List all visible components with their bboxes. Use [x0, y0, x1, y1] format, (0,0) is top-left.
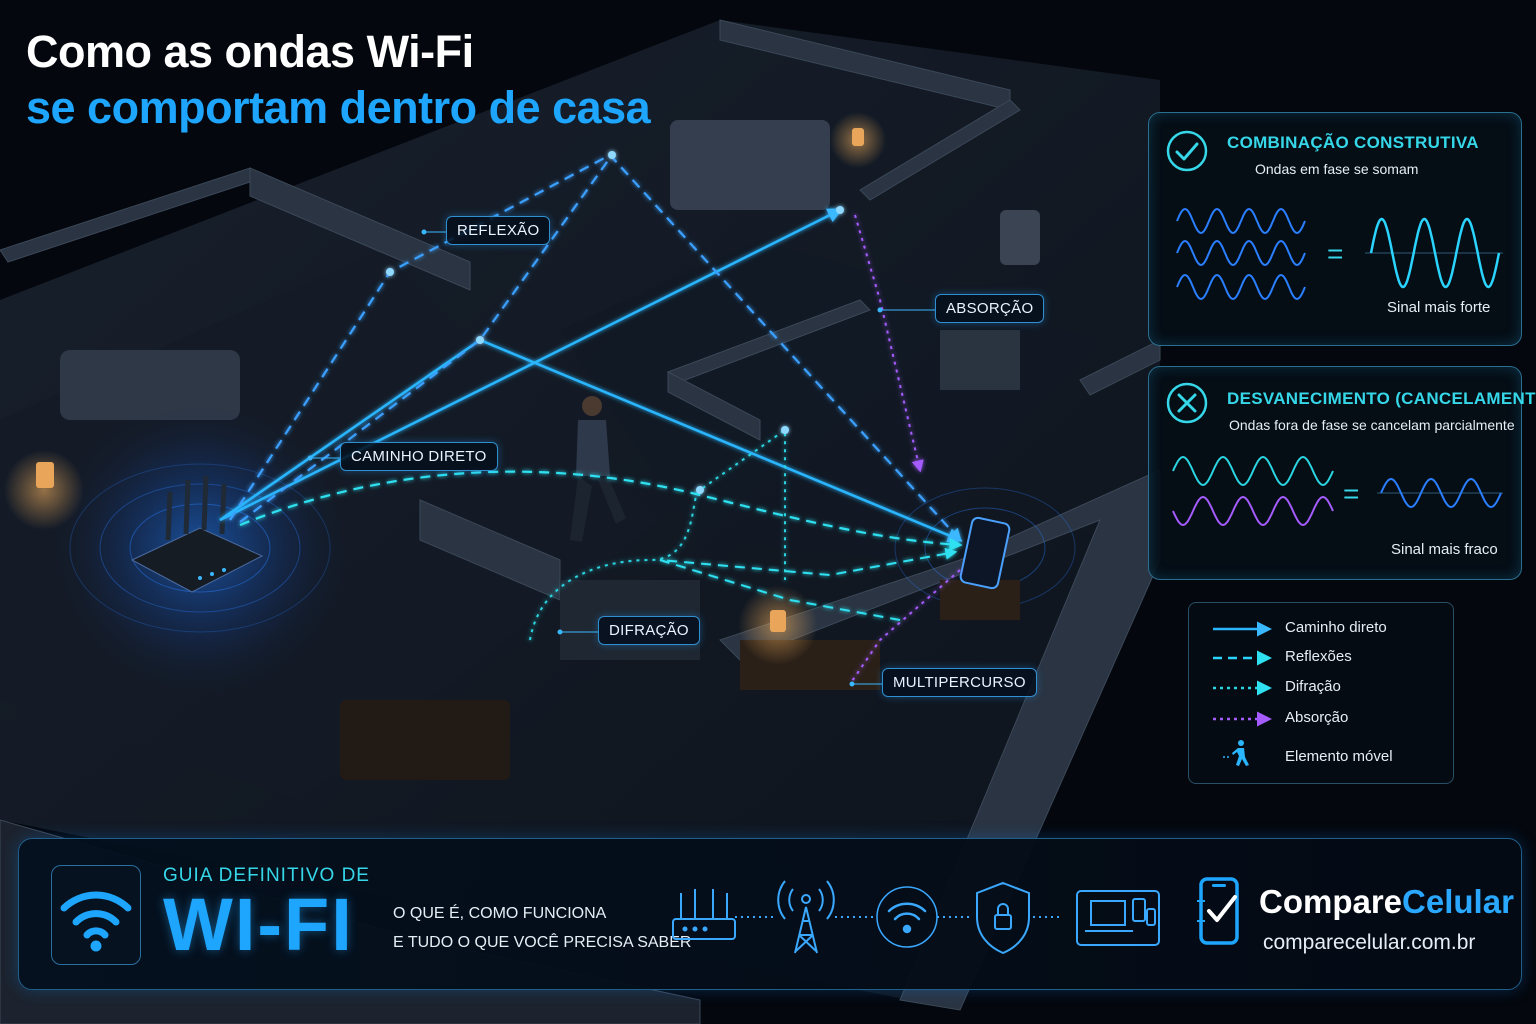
title-line-1: Como as ondas Wi-Fi: [26, 26, 474, 77]
brand-name: CompareCelular: [1259, 883, 1514, 921]
guide-desc-line-2: E TUDO O QUE VOCÊ PRECISA SABER: [393, 934, 692, 951]
legend-item-reflection: Reflexões: [1285, 648, 1352, 665]
legend-item-absorption: Absorção: [1285, 709, 1349, 726]
constructive-subtitle: Ondas em fase se somam: [1255, 161, 1419, 177]
title-line-2: se comportam dentro de casa: [26, 82, 651, 133]
brand-phone-check-icon: [1197, 877, 1239, 945]
brand-part-1: Compare: [1259, 883, 1403, 920]
input-wave-1: [1176, 208, 1306, 234]
legend: Caminho direto Reflexões Difração Absorç…: [1188, 602, 1454, 784]
input-wave-3: [1176, 274, 1306, 300]
legend-swatches: [1213, 621, 1272, 766]
guide-desc-line-1: O QUE É, COMO FUNCIONA: [393, 905, 607, 922]
constructive-waves: =: [1176, 208, 1503, 300]
legend-item-direct: Caminho direto: [1285, 619, 1387, 636]
fading-subtitle: Ondas fora de fase se cancelam parcialme…: [1229, 417, 1515, 433]
constructive-panel: COMBINAÇÃO CONSTRUTIVA Ondas em fase se …: [1148, 112, 1522, 346]
label-difracao: DIFRAÇÃO: [598, 616, 700, 645]
label-absorcao: ABSORÇÃO: [935, 294, 1045, 323]
bed: [670, 120, 830, 210]
feature-icons-strip: [672, 880, 1160, 955]
walking-person-icon: [1223, 740, 1249, 766]
path-diffraction: [529, 428, 786, 641]
label-reflexao: REFLEXÃO: [446, 216, 551, 245]
walking-person: [570, 396, 626, 542]
x-icon: [1166, 382, 1208, 424]
devices-icon: [1076, 890, 1160, 946]
wifi-logo-box: [51, 865, 141, 965]
input-wave-2: [1176, 240, 1306, 266]
constructive-result: Sinal mais forte: [1387, 299, 1491, 316]
path-reflection-3: [239, 470, 963, 551]
strong-result-wave: [1369, 217, 1501, 289]
guide-banner: GUIA DEFINITIVO DE WI-FI O QUE É, COMO F…: [18, 838, 1522, 990]
signal-paths: [219, 151, 963, 685]
weak-result-wave: [1380, 477, 1502, 509]
fading-waves: =: [1172, 456, 1503, 526]
wifi-icon: [60, 891, 132, 952]
router-icon: [672, 889, 736, 940]
wifi-circle-icon: [876, 886, 938, 948]
tower-icon: [777, 880, 835, 954]
bathroom-sink: [940, 330, 1020, 390]
path-absorption: [854, 214, 924, 473]
router: [50, 398, 350, 698]
path-direct-1: [219, 208, 843, 522]
lamp: [36, 462, 54, 488]
constructive-equals: =: [1327, 238, 1343, 269]
path-reflection-4: [659, 547, 958, 621]
toilet: [1000, 210, 1040, 265]
fading-equals: =: [1343, 478, 1359, 509]
page-title: Como as ondas Wi-Fi se comportam dentro …: [26, 24, 651, 136]
phone: [894, 487, 1076, 620]
path-multipath-absorption: [849, 569, 961, 685]
out-of-phase-wave: [1172, 496, 1334, 526]
guide-description: O QUE É, COMO FUNCIONA E TUDO O QUE VOCÊ…: [393, 899, 691, 957]
constructive-title: COMBINAÇÃO CONSTRUTIVA: [1227, 133, 1479, 152]
label-caminho-direto: CAMINHO DIRETO: [340, 442, 498, 471]
legend-item-diffraction: Difração: [1285, 678, 1341, 695]
fading-result: Sinal mais fraco: [1391, 541, 1498, 558]
legend-item-mobile: Elemento móvel: [1285, 748, 1393, 765]
brand-site[interactable]: comparecelular.com.br: [1263, 931, 1476, 954]
in-phase-wave: [1172, 456, 1334, 486]
guide-kicker: GUIA DEFINITIVO DE: [163, 865, 370, 886]
check-icon: [1166, 130, 1208, 172]
fading-panel: DESVANECIMENTO (CANCELAMENTO) Ondas fora…: [1148, 366, 1536, 580]
label-multipercurso: MULTIPERCURSO: [882, 668, 1037, 697]
brand-part-2: Celular: [1402, 883, 1514, 920]
label-connectors: [307, 229, 935, 687]
shield-lock-icon: [976, 881, 1030, 955]
guide-wifi-title: WI-FI: [163, 883, 354, 966]
fading-title: DESVANECIMENTO (CANCELAMENTO): [1227, 389, 1536, 408]
dining-table: [340, 700, 510, 780]
path-reflection-1: [229, 153, 962, 542]
